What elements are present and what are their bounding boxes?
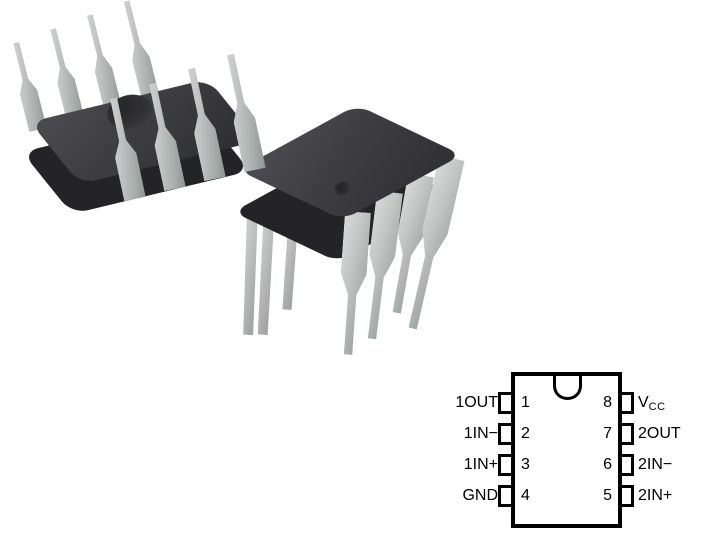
pin-label-1out: 1OUT bbox=[455, 394, 498, 411]
pin-number-4: 4 bbox=[521, 487, 530, 504]
lead-icon bbox=[142, 81, 186, 191]
pin-label-vcc-main: V bbox=[638, 394, 649, 411]
pin-label-vcc: VCC bbox=[638, 392, 718, 414]
pin-label-gnd: GND bbox=[462, 487, 498, 504]
lead-icon bbox=[118, 0, 161, 105]
pin-label-vcc-subscript: CC bbox=[648, 401, 666, 413]
pin-number-8: 8 bbox=[603, 394, 612, 411]
lead-icon bbox=[103, 96, 146, 201]
lead-icon bbox=[44, 27, 84, 124]
pin-number-1: 1 bbox=[521, 394, 530, 411]
lead-icon bbox=[281, 195, 301, 311]
package-body-top bbox=[238, 104, 462, 220]
lead-icon bbox=[335, 211, 371, 355]
pin-label-2out-text: 2OUT bbox=[638, 425, 681, 442]
mold-mark-icon bbox=[103, 90, 157, 134]
lead-icon bbox=[400, 155, 465, 331]
pin-label-2in-plus: 2IN+ bbox=[638, 485, 718, 507]
pin-label-2in-plus-text: 2IN+ bbox=[638, 487, 673, 504]
package-body-top bbox=[30, 78, 259, 184]
pin1-notch-icon bbox=[553, 376, 582, 400]
lead-icon bbox=[359, 190, 403, 340]
pin-label-2in-minus-text: 2IN− bbox=[638, 456, 673, 473]
pin-number-7: 7 bbox=[603, 425, 612, 442]
pin-number-3: 3 bbox=[521, 456, 530, 473]
lead-icon bbox=[256, 205, 276, 336]
package-body-side bbox=[22, 108, 251, 214]
pin-label-2in-minus: 2IN− bbox=[638, 454, 718, 476]
pin-label-1in-plus: 1IN+ bbox=[463, 456, 498, 473]
package-body-side bbox=[233, 146, 457, 262]
lead-icon bbox=[220, 52, 266, 172]
pin-number-6: 6 bbox=[603, 456, 612, 473]
pin-label-1in-minus: 1IN− bbox=[463, 425, 498, 442]
lead-icon bbox=[384, 173, 434, 315]
lead-icon bbox=[181, 66, 226, 181]
pin-label-2out: 2OUT bbox=[638, 423, 718, 445]
pin-number-2: 2 bbox=[521, 425, 530, 442]
lead-icon bbox=[7, 40, 46, 132]
lead-icon bbox=[242, 210, 259, 335]
lead-icon bbox=[81, 13, 123, 114]
pin1-mark-icon bbox=[333, 179, 352, 198]
pin-number-5: 5 bbox=[603, 487, 612, 504]
